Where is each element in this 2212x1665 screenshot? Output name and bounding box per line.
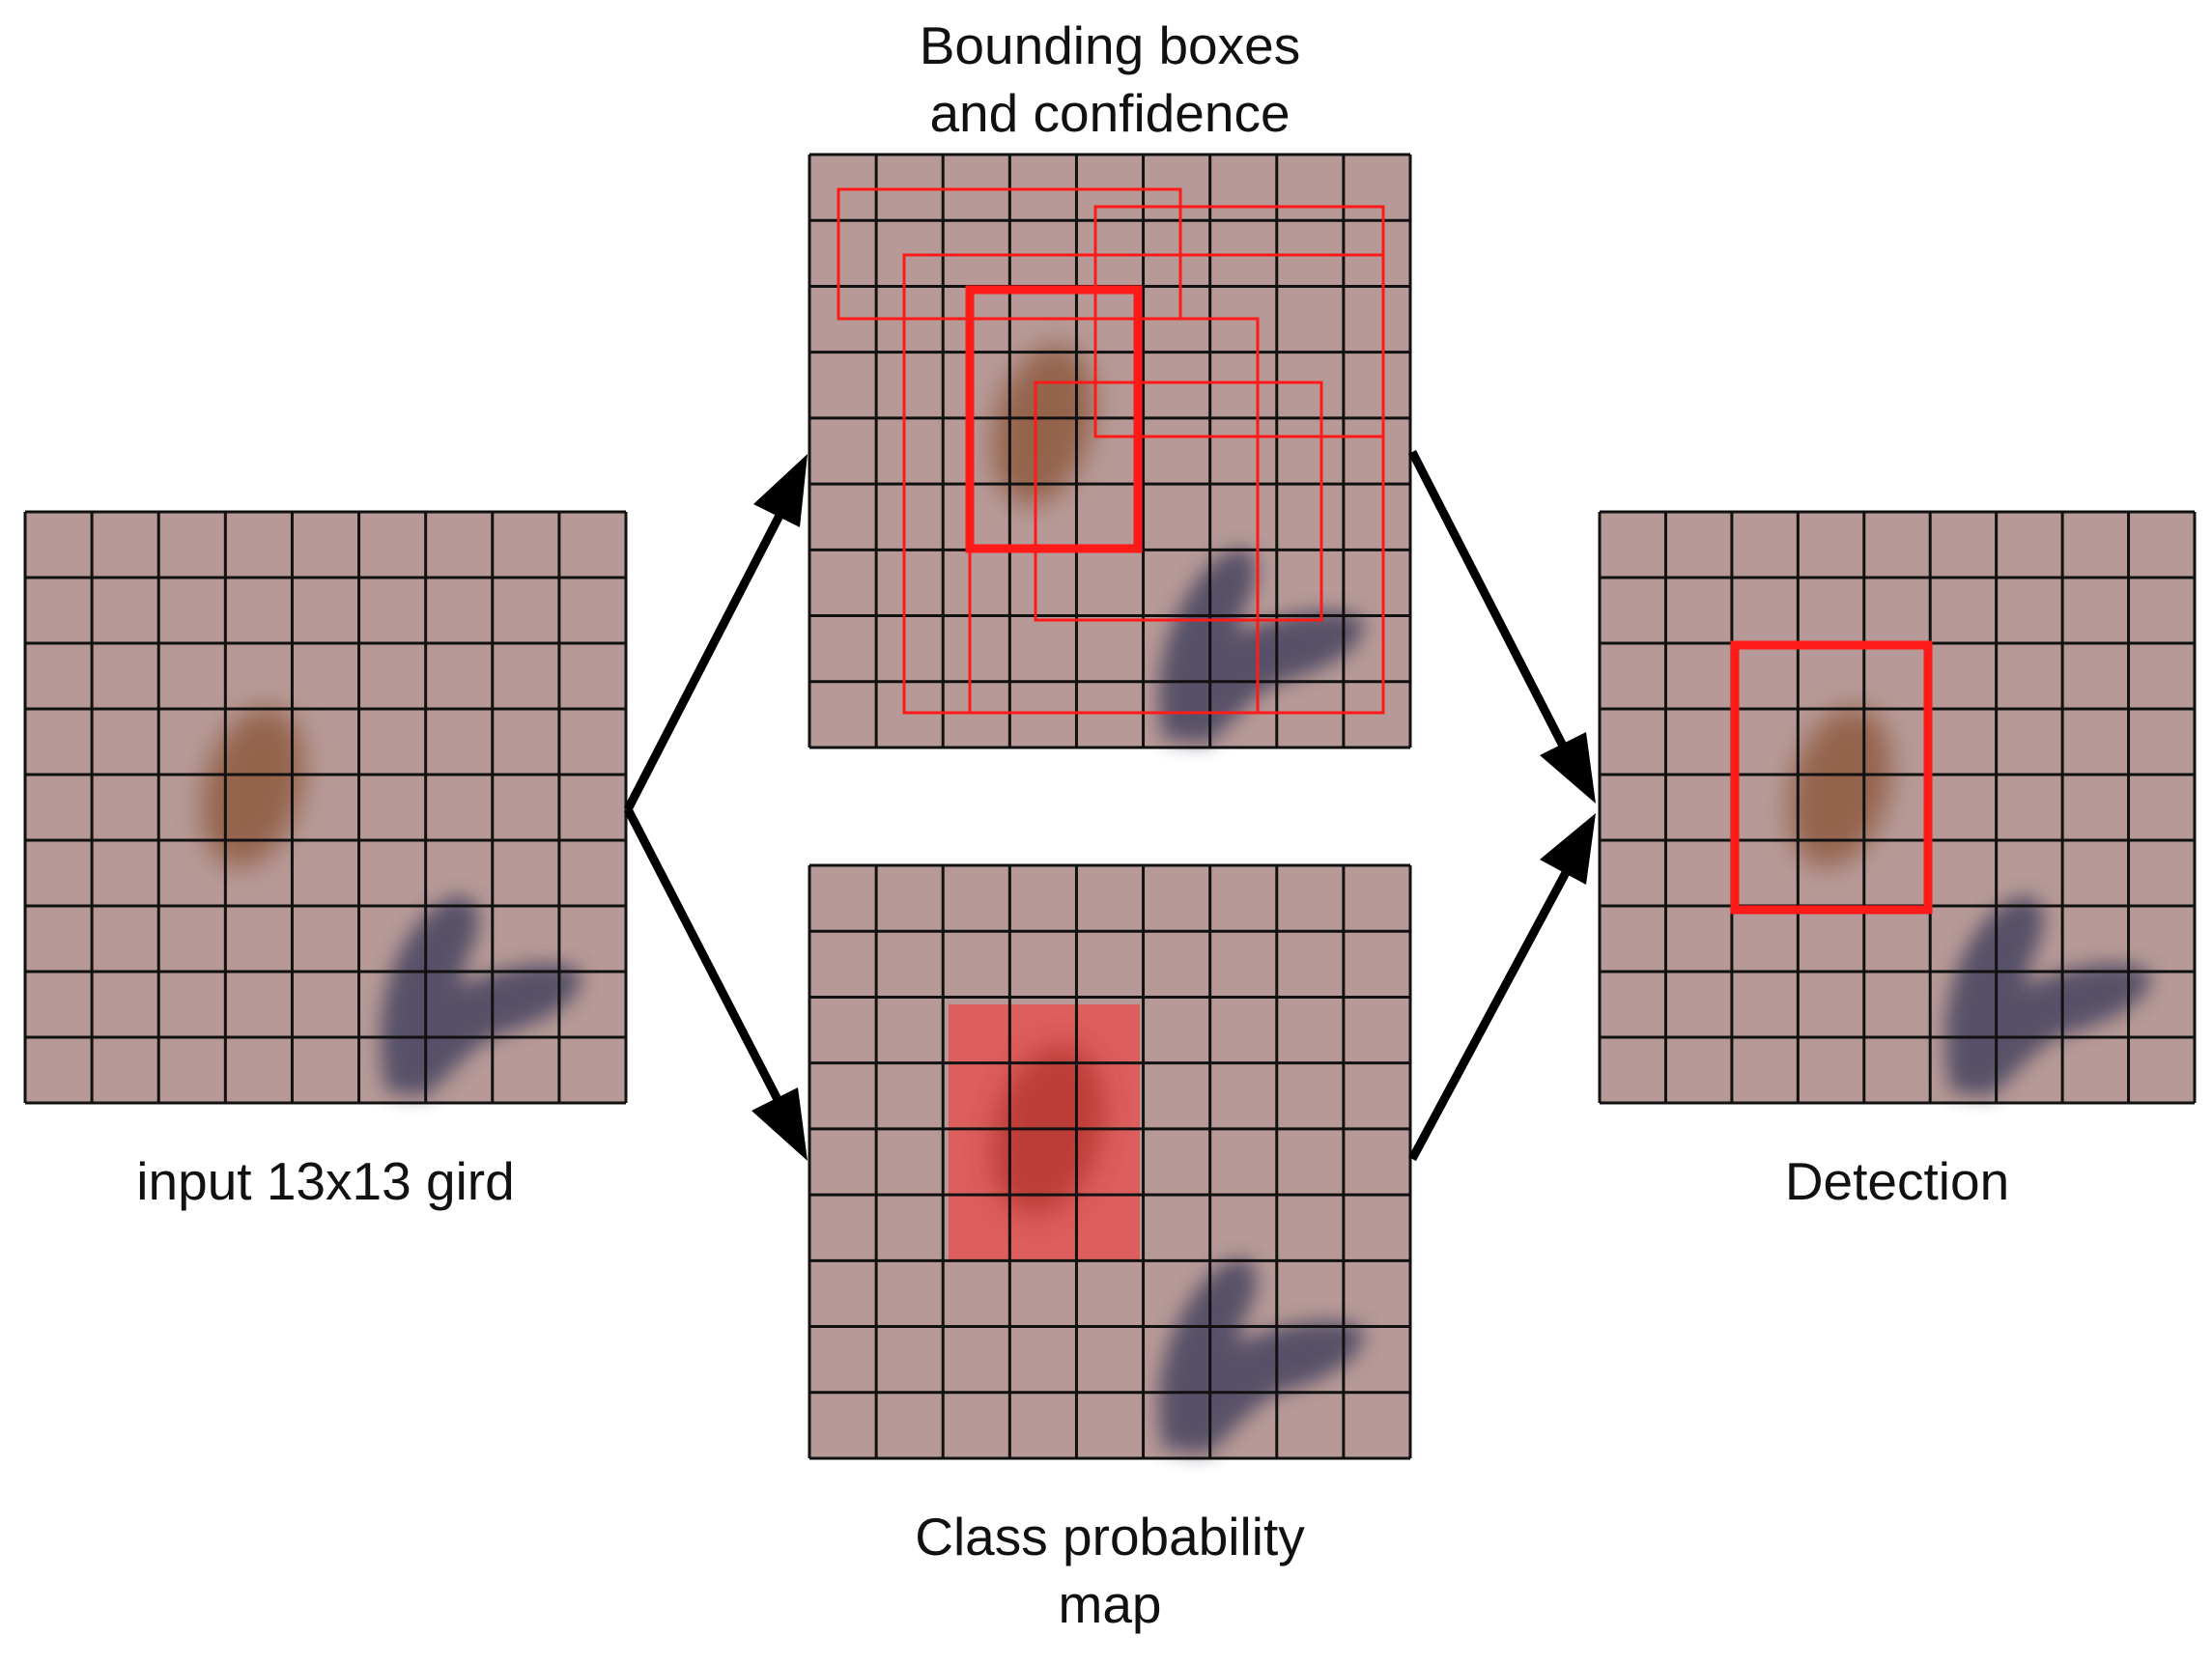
final-detection-box bbox=[1730, 640, 1933, 915]
class-title: Class probability map bbox=[809, 1503, 1410, 1638]
arrow-head-icon bbox=[753, 454, 808, 527]
brown-object-blob bbox=[1788, 706, 1892, 868]
brown-object-blob bbox=[201, 706, 305, 868]
arrow-head-icon bbox=[1540, 813, 1596, 885]
input-image-blobs bbox=[201, 706, 581, 1096]
bounding-box bbox=[1034, 381, 1323, 622]
boxes-grid-lines bbox=[808, 153, 1412, 749]
class-title-line1: Class probability bbox=[915, 1507, 1305, 1566]
arrow-head-icon bbox=[752, 1087, 808, 1161]
detection-title: Detection bbox=[1600, 1147, 2195, 1215]
boxes-title-line2: and confidence bbox=[929, 83, 1290, 143]
class-title-line2: map bbox=[1058, 1574, 1162, 1634]
input-title: input 13x13 gird bbox=[25, 1147, 626, 1215]
class-probability-panel bbox=[808, 863, 1412, 1460]
detection-panel bbox=[1598, 510, 2197, 1105]
detection-title-line1: Detection bbox=[1784, 1151, 2010, 1211]
class-grid-lines bbox=[808, 863, 1412, 1460]
input-title-line1: input 13x13 gird bbox=[136, 1151, 515, 1211]
arrow-head-icon bbox=[1540, 732, 1596, 804]
brown-object-blob bbox=[991, 344, 1095, 506]
flow-arrows bbox=[624, 449, 1596, 1162]
bounding-box-highlight bbox=[965, 285, 1143, 553]
bounding-boxes-panel bbox=[808, 153, 1412, 749]
arrow-input-to-boxes bbox=[624, 454, 808, 812]
boxes-title: Bounding boxes and confidence bbox=[809, 12, 1410, 147]
boxes-title-line1: Bounding boxes bbox=[919, 15, 1301, 75]
dark-object-blob bbox=[381, 896, 581, 1096]
candidate-boxes bbox=[837, 187, 1385, 715]
arrow-boxes-to-detection bbox=[1407, 449, 1596, 804]
input-grid-panel bbox=[23, 510, 628, 1105]
detection-grid-lines bbox=[1598, 510, 2197, 1105]
input-grid-lines bbox=[23, 510, 628, 1105]
arrow-class-to-detection bbox=[1408, 813, 1596, 1162]
arrow-input-to-class bbox=[624, 806, 808, 1161]
